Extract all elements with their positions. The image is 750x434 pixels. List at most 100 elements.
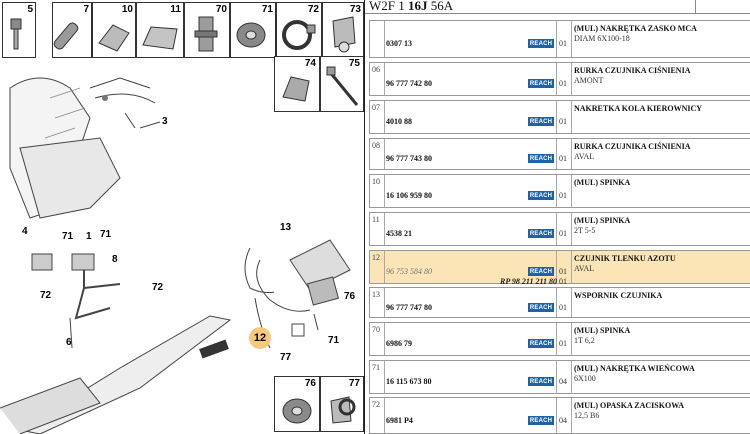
diagram-code-suffix: 56A — [427, 0, 454, 13]
column-divider — [556, 139, 557, 169]
part-name: (MUL) OPASKA ZACISKOWA — [574, 401, 685, 410]
thumbnail-76[interactable]: 76 — [274, 376, 320, 432]
diagram-code-bold: 16J — [408, 0, 428, 13]
column-divider — [571, 175, 572, 207]
column-divider — [384, 63, 385, 95]
callout-3: 3 — [162, 116, 168, 127]
part-name: (MUL) SPINKA — [574, 216, 631, 225]
clip-icon — [98, 24, 130, 52]
part-name: WSPORNIK CZUJNIKA — [574, 291, 663, 300]
column-divider — [571, 21, 572, 57]
exhaust-assembly-drawing — [0, 77, 274, 434]
part-quantity: 01 — [559, 191, 567, 200]
pin-icon — [53, 22, 79, 50]
thumbnail-72[interactable]: 72 — [276, 2, 322, 58]
part-reference[interactable]: 4538 21 — [386, 229, 412, 238]
callout-71: 71 — [62, 231, 74, 242]
thumbnail-7[interactable]: 7 — [52, 2, 92, 58]
part-quantity: 01 — [559, 267, 567, 276]
clamp-icon — [330, 396, 356, 424]
nox-sensor-bracket-drawing — [256, 239, 351, 337]
reach-badge[interactable]: REACH — [528, 377, 554, 386]
column-divider — [571, 323, 572, 355]
thumbnail-11[interactable]: 11 — [136, 2, 184, 58]
part-description: DIAM 6X100-18 — [574, 34, 630, 43]
callout-6: 6 — [66, 337, 72, 348]
callout-12-highlighted[interactable]: 12 — [249, 327, 271, 349]
column-divider — [556, 213, 557, 245]
thumbnail-10[interactable]: 10 — [92, 2, 136, 58]
part-quantity: 01 — [559, 79, 567, 88]
thumbnail-77[interactable]: 77 — [320, 376, 364, 432]
column-divider — [556, 288, 557, 317]
part-name: (MUL) NAKRĘTKA ZASKO MCA — [574, 24, 697, 33]
column-divider — [384, 139, 385, 169]
part-description: 6X100 — [574, 374, 596, 383]
parts-list-panel: W2F 1 16J 56A 0307 13 REACH 01 (MUL) NAKRĘT… — [364, 0, 750, 434]
reach-badge[interactable]: REACH — [528, 117, 554, 126]
reach-badge[interactable]: REACH — [528, 39, 554, 48]
part-quantity: 04 — [559, 377, 567, 386]
replacement-reference[interactable]: RP 98 211 211 80 — [500, 277, 558, 286]
reach-badge[interactable]: REACH — [528, 416, 554, 425]
thumbnail-71[interactable]: 71 — [230, 2, 276, 58]
reach-badge[interactable]: REACH — [528, 79, 554, 88]
thumbnail-number: 72 — [307, 4, 319, 15]
thumbnail-number: 10 — [121, 4, 133, 15]
part-reference[interactable]: 0307 13 — [386, 39, 412, 48]
part-reference[interactable]: 16 106 959 80 — [386, 191, 432, 200]
part-reference[interactable]: 96 777 747 80 — [386, 303, 432, 312]
replacement-quantity: 01 — [559, 277, 567, 286]
thumbnail-5[interactable]: 5 — [2, 2, 36, 58]
column-divider — [571, 288, 572, 317]
part-reference[interactable]: 96 777 743 80 — [386, 154, 432, 163]
thumbnail-73[interactable]: 73 — [322, 2, 364, 58]
nut-icon — [282, 398, 312, 424]
reach-badge[interactable]: REACH — [528, 191, 554, 200]
header-divider — [695, 0, 696, 14]
reach-badge[interactable]: REACH — [528, 339, 554, 348]
thumbnail-70[interactable]: 70 — [184, 2, 230, 58]
callout-72: 72 — [152, 282, 164, 293]
thumbnail-number: 76 — [304, 378, 316, 389]
part-reference[interactable]: 6986 79 — [386, 339, 412, 348]
part-quantity: 01 — [559, 229, 567, 238]
thumbnail-75[interactable]: 75 — [320, 56, 364, 112]
part-reference[interactable]: 4010 88 — [386, 117, 412, 126]
column-divider — [571, 139, 572, 169]
part-name: (MUL) SPINKA — [574, 178, 631, 187]
reach-badge[interactable]: REACH — [528, 229, 554, 238]
column-divider — [571, 213, 572, 245]
reach-badge[interactable]: REACH — [528, 154, 554, 163]
part-reference[interactable]: 96 753 584 80 — [386, 267, 432, 276]
callout-13: 13 — [280, 222, 292, 233]
reach-badge[interactable]: REACH — [528, 267, 554, 276]
column-divider — [384, 323, 385, 355]
column-divider — [571, 251, 572, 283]
part-quantity: 01 — [559, 339, 567, 348]
diagram-code: W2F 1 16J 56A — [369, 0, 453, 14]
part-name: CZUJNIK TLENKU AZOTU — [574, 254, 676, 263]
row-index: 08 — [372, 141, 380, 150]
part-reference[interactable]: 6981 P4 — [386, 416, 413, 425]
part-reference[interactable]: 96 777 742 80 — [386, 79, 432, 88]
parts-row-12[interactable]: 12 96 753 584 80 REACH 01 CZUJNIK TLENKU AZO… — [369, 250, 750, 286]
column-divider — [571, 398, 572, 433]
clip-icon — [142, 26, 178, 50]
column-divider — [384, 251, 385, 283]
thumbnail-74[interactable]: 74 — [274, 56, 320, 112]
reach-badge[interactable]: REACH — [528, 303, 554, 312]
column-divider — [384, 175, 385, 207]
part-reference[interactable]: 16 115 673 80 — [386, 377, 432, 386]
row-index: 12 — [372, 253, 380, 262]
